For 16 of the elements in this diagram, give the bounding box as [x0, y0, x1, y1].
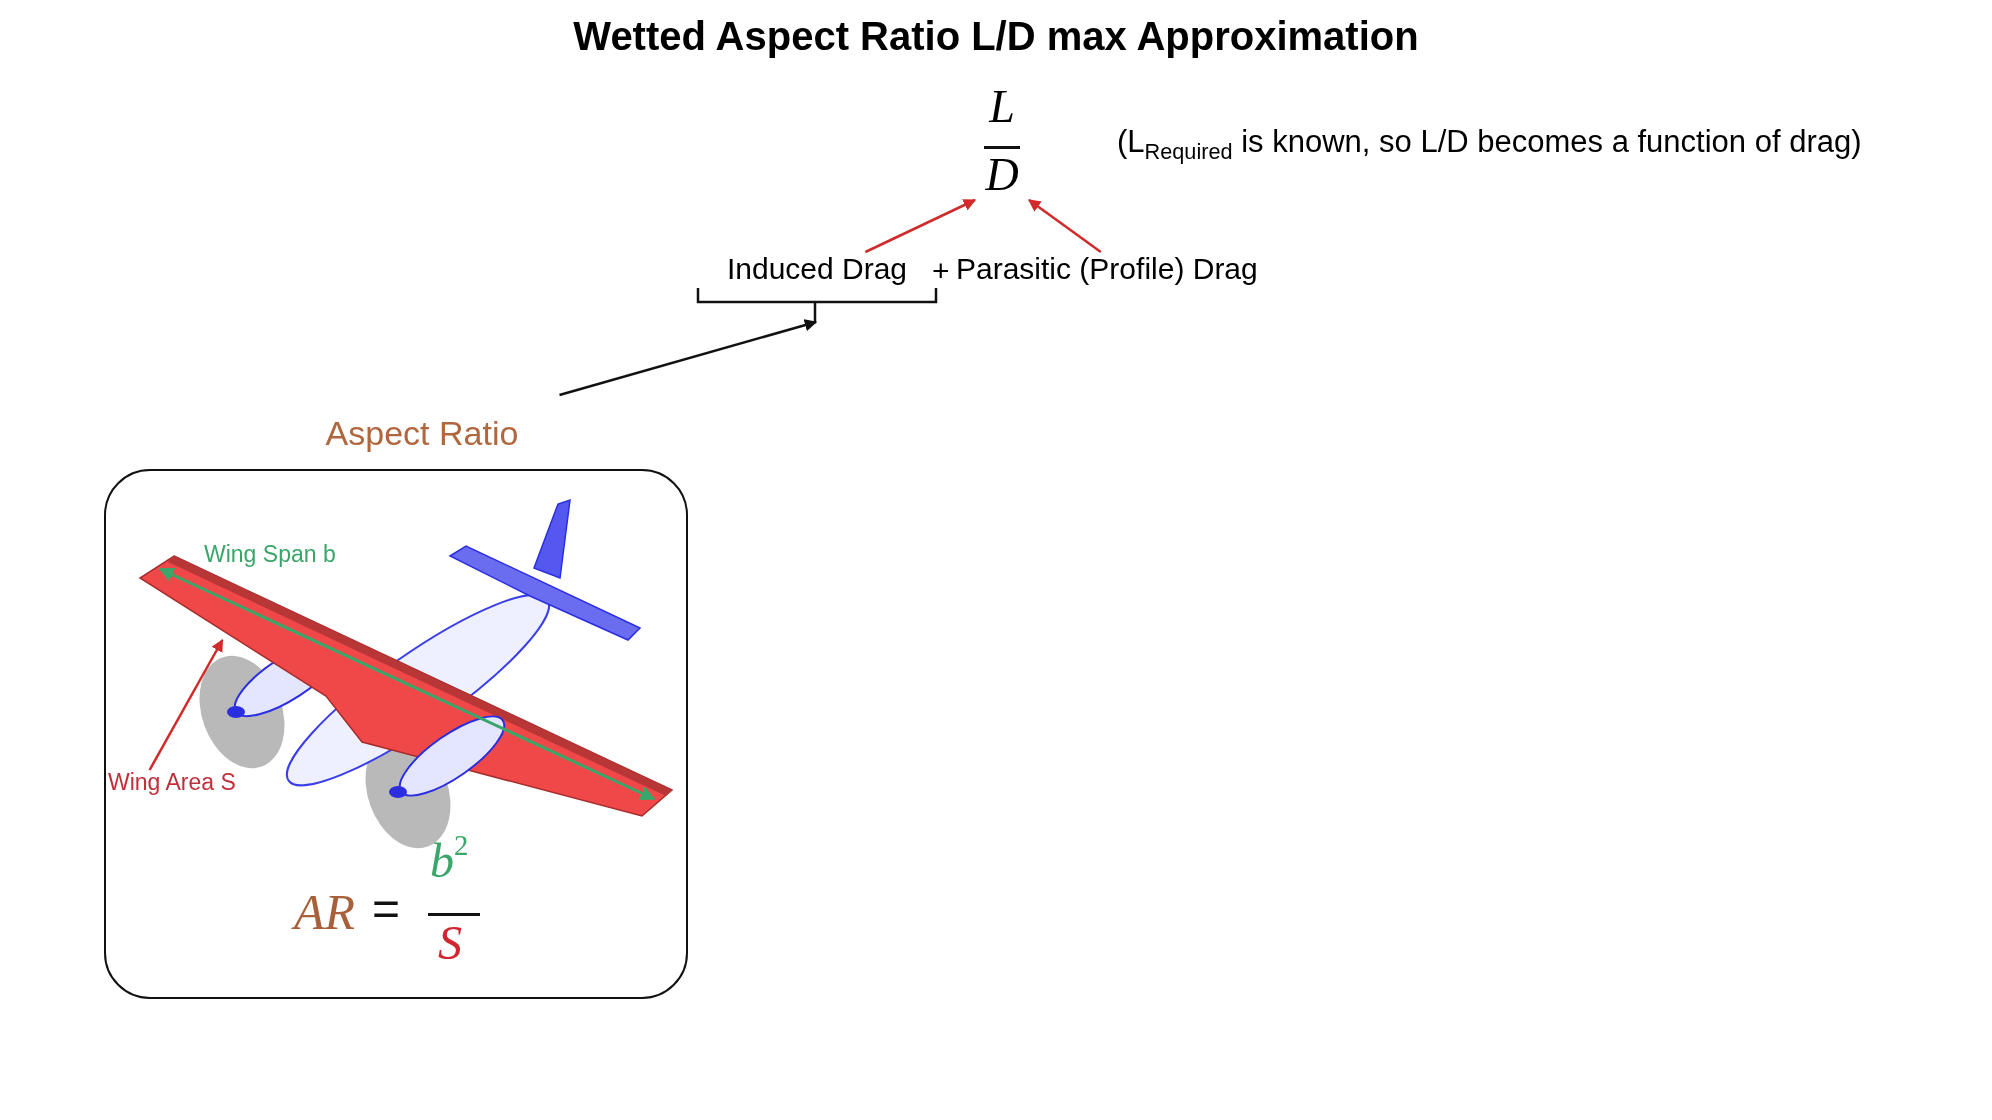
- arrow: [864, 198, 977, 254]
- denominator: D: [984, 150, 1020, 201]
- heading: Aspect Ratio: [324, 415, 520, 453]
- dimension-label: Wing Span b: [204, 542, 336, 568]
- leader-line: [148, 638, 224, 771]
- text-label: Wing Area S: [108, 770, 268, 804]
- arrow: [1028, 199, 1102, 253]
- numerator: b$^{2}$: [430, 835, 469, 888]
- equals-sign: =: [372, 883, 401, 936]
- numerator: L: [987, 82, 1016, 133]
- text-label: Parasitic (Profile) Drag: [956, 252, 1318, 296]
- title: Wetted Aspect Ratio L/D max Approximation: [572, 14, 1420, 58]
- arrow: [559, 319, 818, 397]
- denominator: S: [438, 917, 462, 970]
- plus-sign: +: [932, 254, 950, 287]
- text-label: Induced Drag: [725, 252, 909, 285]
